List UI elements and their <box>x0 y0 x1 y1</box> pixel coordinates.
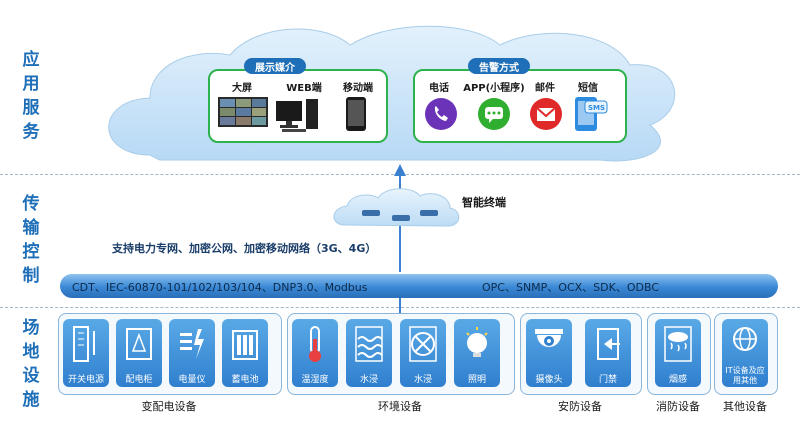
device-label: 电量仪 <box>178 375 206 385</box>
device-label: 摄像头 <box>535 375 563 385</box>
globe-icon <box>733 327 757 351</box>
group-label-security: 安防设备 <box>558 400 602 413</box>
device-battery[interactable]: 蓄电池 <box>222 319 268 387</box>
terminal-cloud <box>333 188 460 227</box>
device-label: 温湿度 <box>301 375 329 385</box>
device-label: 配电柜 <box>125 375 153 385</box>
device-label: 水浸 <box>359 375 378 385</box>
group-label-fire: 消防设备 <box>656 400 700 413</box>
smart-terminal-label: 智能终端 <box>462 196 506 209</box>
layer-label-field: 场地设施 <box>22 318 40 410</box>
alarm-label-sms: 短信 <box>578 83 598 94</box>
lightbulb-icon <box>466 327 488 357</box>
smoke-detector-icon <box>664 326 692 362</box>
battery-icon <box>232 330 258 360</box>
alarm-label-app: APP(小程序) <box>463 83 525 94</box>
router-icon <box>362 210 380 216</box>
door-entry-icon <box>597 328 620 360</box>
chat-app-icon <box>478 98 510 130</box>
device-temperature-humidity[interactable]: 温湿度 <box>292 319 338 387</box>
device-label: 照明 <box>467 375 486 385</box>
device-label: 烟感 <box>668 375 687 385</box>
device-distribution-cabinet[interactable]: 配电柜 <box>116 319 162 387</box>
group-label-other: 其他设备 <box>723 400 767 413</box>
group-label-env: 环境设备 <box>378 400 422 413</box>
sms-badge-text: SMS <box>588 104 606 112</box>
uplink-arrow-head <box>394 164 406 176</box>
protocol-bus: CDT、IEC-60870-101/102/103/104、DNP3.0、Mod… <box>60 274 778 298</box>
media-title-badge <box>244 58 306 74</box>
alarm-label-email: 邮件 <box>535 83 555 94</box>
device-label: 开关电源 <box>67 375 104 385</box>
device-lighting[interactable]: 照明 <box>454 319 500 387</box>
device-smoke-detector[interactable]: 烟感 <box>655 319 701 387</box>
power-meter-icon <box>180 329 204 359</box>
media-panel-title: 展示媒介 <box>255 63 295 74</box>
alarm-panel-title: 告警方式 <box>479 63 519 74</box>
bus-protocols-left: CDT、IEC-60870-101/102/103/104、DNP3.0、Mod… <box>72 281 368 294</box>
device-access-control[interactable]: 门禁 <box>585 319 631 387</box>
device-water-leak-1[interactable]: 水浸 <box>346 319 392 387</box>
fan-icon <box>409 326 437 362</box>
desktop-computer-icon <box>276 99 318 132</box>
device-label: 门禁 <box>598 375 617 385</box>
device-water-leak-2[interactable]: 水浸 <box>400 319 446 387</box>
device-power-meter[interactable]: 电量仪 <box>169 319 215 387</box>
video-wall-icon <box>218 97 268 127</box>
device-label: 蓄电池 <box>231 375 259 385</box>
layer-label-transport: 传输控制 <box>22 194 40 286</box>
device-it-equipment[interactable]: IT设备及应用其他 <box>722 319 768 387</box>
mobile-phone-icon <box>346 97 366 131</box>
switching-power-icon <box>73 326 95 362</box>
alarm-title-badge <box>468 58 530 74</box>
device-camera[interactable]: 摄像头 <box>526 319 572 387</box>
alarm-label-phone: 电话 <box>429 83 449 94</box>
device-switching-power[interactable]: 开关电源 <box>63 319 109 387</box>
device-label: 水浸 <box>413 375 432 385</box>
group-label-power: 变配电设备 <box>141 400 197 413</box>
email-icon <box>530 98 562 130</box>
distribution-cabinet-icon <box>126 328 152 360</box>
device-label: IT设备及应用其他 <box>725 366 765 385</box>
layer-label-app: 应用服务 <box>22 50 40 142</box>
phone-call-icon <box>425 98 457 130</box>
water-wave-icon <box>355 326 383 362</box>
media-label-web: WEB端 <box>286 83 322 94</box>
bus-protocols-right: OPC、SNMP、OCX、SDK、ODBC <box>482 281 660 294</box>
dome-camera-icon <box>535 329 563 347</box>
network-support-text: 支持电力专网、加密公网、加密移动网络（3G、4G） <box>112 242 377 255</box>
media-label-screen: 大屏 <box>232 83 252 94</box>
router-icon <box>392 215 410 221</box>
sms-icon <box>575 97 608 131</box>
media-label-mobile: 移动端 <box>343 83 373 94</box>
thermometer-icon <box>309 326 321 362</box>
router-icon <box>420 210 438 216</box>
